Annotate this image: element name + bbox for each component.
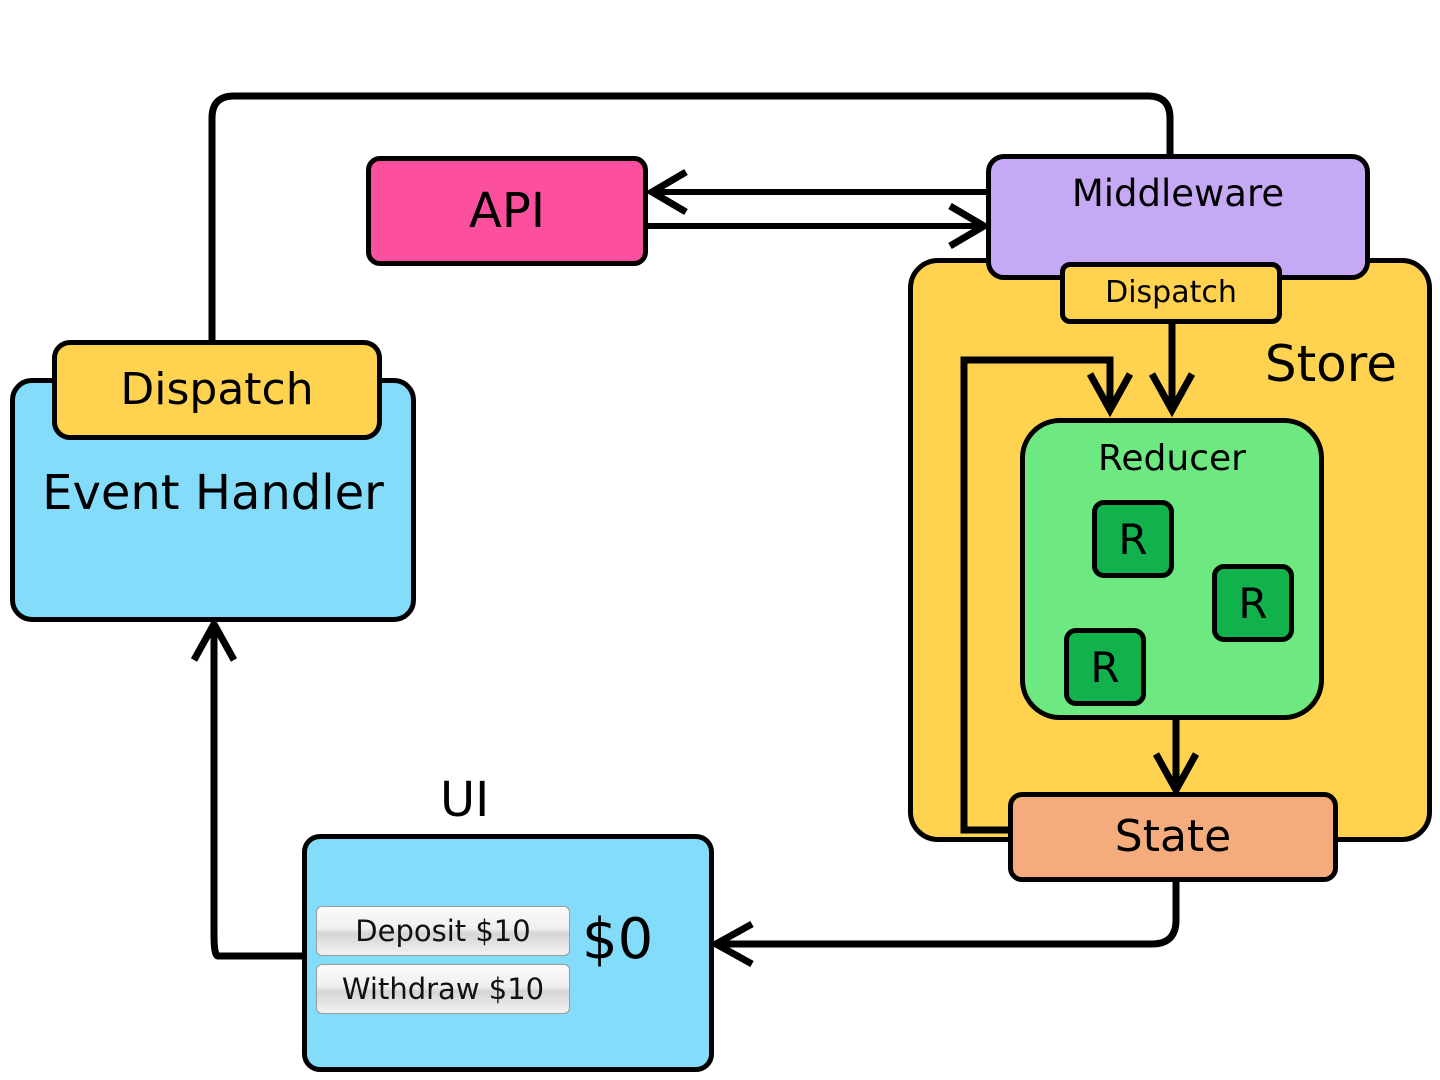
- edge-middleware-to-api-arrowhead: [645, 168, 688, 216]
- edge-api-to-middleware-arrowhead: [948, 202, 991, 250]
- store-label: Store: [1264, 335, 1397, 393]
- state-node: State: [1008, 792, 1338, 882]
- reducer-item-label: R: [1238, 578, 1268, 628]
- withdraw-button[interactable]: Withdraw $10: [316, 964, 570, 1014]
- edge-state-to-ui-arrowhead: [708, 920, 754, 968]
- deposit-button-label: Deposit $10: [355, 914, 531, 948]
- api-label: API: [469, 183, 545, 239]
- event-handler-label: Event Handler: [42, 465, 384, 521]
- reducer-item-label: R: [1090, 642, 1120, 692]
- reducer-item-1: R: [1092, 500, 1174, 578]
- state-label: State: [1114, 811, 1232, 862]
- edge-state-to-ui: [720, 882, 1180, 948]
- balance-display: $0: [582, 907, 654, 972]
- api-node: API: [366, 156, 648, 266]
- edge-ui-to-event-handler: [210, 628, 302, 960]
- edge-ui-to-event-handler-arrowhead: [190, 616, 238, 662]
- reducer-item-label: R: [1118, 514, 1148, 564]
- dispatch-store-label: Dispatch: [1105, 275, 1237, 310]
- dispatch-store-node: Dispatch: [1060, 262, 1282, 324]
- ui-label: UI: [440, 772, 490, 828]
- deposit-button[interactable]: Deposit $10: [316, 906, 570, 956]
- reducer-item-2: R: [1212, 564, 1294, 642]
- dispatch-left-node: Dispatch: [52, 340, 382, 440]
- withdraw-button-label: Withdraw $10: [341, 972, 545, 1006]
- reducer-label: Reducer: [1098, 438, 1246, 479]
- middleware-label: Middleware: [1071, 172, 1285, 215]
- dispatch-left-label: Dispatch: [120, 364, 314, 415]
- reducer-item-3: R: [1064, 628, 1146, 706]
